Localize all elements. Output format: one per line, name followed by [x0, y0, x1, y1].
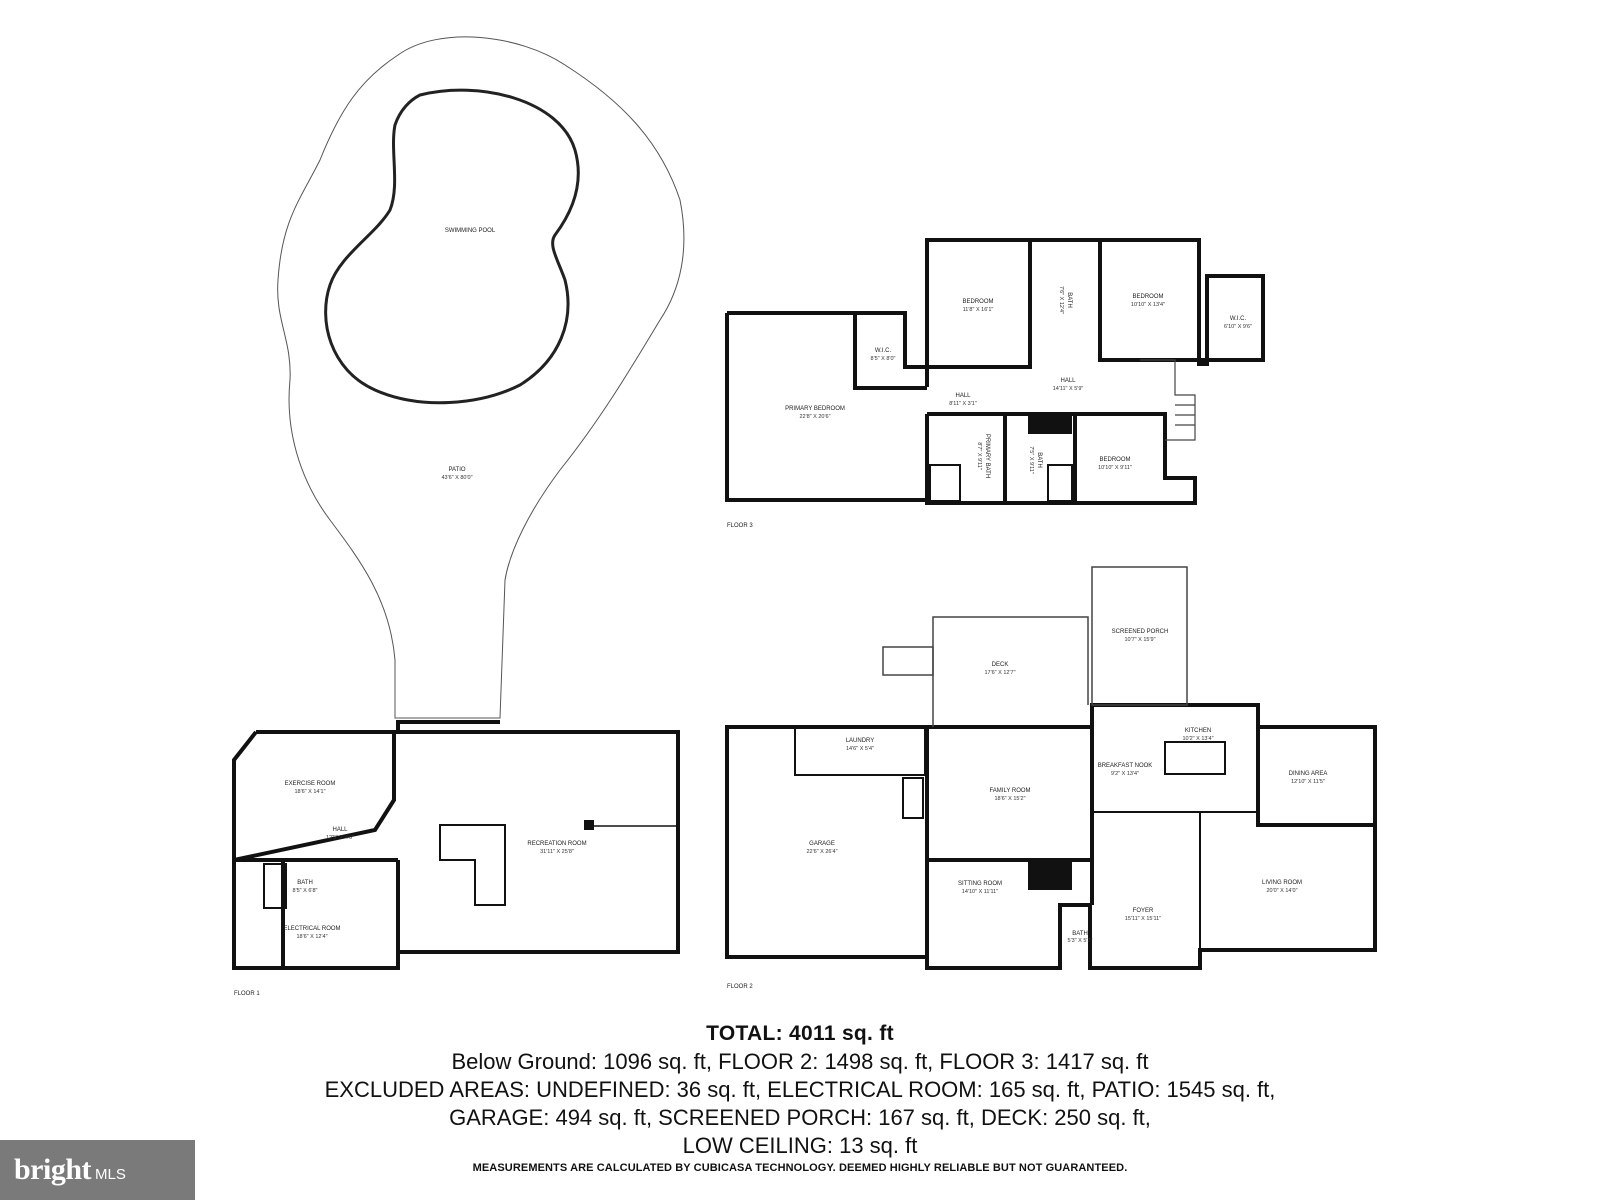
logo-brand: bright: [14, 1153, 92, 1186]
f1-recreation-label: RECREATION ROOM: [527, 841, 586, 847]
logo-suffix: MLS: [95, 1165, 126, 1183]
f1-hall-label: HALL: [332, 827, 348, 833]
f3-hall-a-label: HALL: [955, 393, 971, 399]
f2-bath-dims: 5'3" X 5'2": [1068, 938, 1093, 944]
area-breakdown-line-2: EXCLUDED AREAS: UNDEFINED: 36 sq. ft, EL…: [324, 1077, 1276, 1102]
f2-deck-dims: 17'6" X 12'7": [984, 670, 1015, 676]
f3-primary-bath-dims: 8'7" X 9'11": [976, 442, 982, 470]
f1-bath-label: BATH: [297, 880, 313, 886]
f3-wic-primary-label: W.I.C.: [875, 348, 892, 354]
f1-hall-dims: 12'5" X 4'6": [326, 835, 354, 841]
f2-living-dims: 20'0" X 14'0": [1266, 888, 1297, 894]
f2-kitchen-label: KITCHEN: [1185, 728, 1211, 734]
f2-porch-dims: 10'7" X 15'9": [1124, 637, 1155, 643]
f3-wic-primary-dims: 8'5" X 8'0": [871, 356, 896, 362]
f2-garage-label: GARAGE: [809, 841, 835, 847]
f2-sitting-label: SITTING ROOM: [958, 881, 1002, 887]
floor-plan-diagram: SWIMMING POOL PATIO 43'6" X 80'0" EXERCI…: [232, 36, 1377, 997]
f3-primary-bedroom-dims: 22'8" X 20'6": [799, 414, 830, 420]
f2-family-label: FAMILY ROOM: [989, 788, 1030, 794]
f2-sitting-dims: 14'10" X 11'11": [962, 889, 998, 895]
pool-label: SWIMMING POOL: [445, 228, 496, 234]
f2-nook-label: BREAKFAST NOOK: [1098, 763, 1153, 769]
f1-bath-dims: 8'5" X 6'8": [293, 888, 318, 894]
disclaimer: MEASUREMENTS ARE CALCULATED BY CUBICASA …: [472, 1162, 1128, 1174]
f2-laundry-dims: 14'6" X 5'4": [846, 746, 874, 752]
f1-exercise-dims: 18'6" X 14'1": [294, 789, 325, 795]
f3-hall-a-dims: 8'11" X 3'1": [949, 401, 977, 407]
f3-primary-bath-label: PRIMARY BATH: [984, 434, 990, 478]
f2-porch-label: SCREENED PORCH: [1112, 629, 1169, 635]
patio-outline: [277, 36, 685, 719]
f2-garage-dims: 22'6" X 26'4": [806, 849, 837, 855]
f3-wic-b-dims: 6'10" X 9'6": [1224, 324, 1252, 330]
floor1-label: FLOOR 1: [234, 991, 260, 997]
total-area: TOTAL: 4011 sq. ft: [706, 1022, 894, 1045]
f2-dining-label: DINING AREA: [1289, 771, 1328, 777]
patio-label: PATIO: [448, 467, 465, 473]
f2-laundry-label: LAUNDRY: [846, 738, 875, 744]
floor1-walls: [232, 720, 680, 970]
deck-and-porch: [882, 566, 1188, 727]
area-breakdown-line-1: Below Ground: 1096 sq. ft, FLOOR 2: 1498…: [451, 1049, 1149, 1074]
f3-bedroom-a-label: BEDROOM: [962, 299, 993, 305]
stairs-floor3: [1140, 359, 1196, 441]
pool-outline: [324, 88, 580, 405]
f2-foyer-dims: 15'11" X 15'11": [1125, 916, 1161, 922]
floor3-walls: [725, 238, 1265, 505]
f3-bath-a-label: BATH: [1066, 292, 1072, 308]
f2-nook-dims: 9'2" X 13'4": [1111, 771, 1139, 777]
area-breakdown-line-4: LOW CEILING: 13 sq. ft: [682, 1133, 918, 1158]
f1-recreation-dims: 31'11" X 25'8": [540, 849, 574, 855]
f3-hall-b-label: HALL: [1060, 378, 1076, 384]
f1-exercise-label: EXERCISE ROOM: [285, 781, 336, 787]
f2-bath-label: BATH: [1072, 931, 1088, 937]
f3-primary-bedroom-label: PRIMARY BEDROOM: [785, 406, 845, 412]
f1-electrical-dims: 18'6" X 12'4": [296, 934, 327, 940]
f3-hall-b-dims: 14'11" X 5'9": [1053, 386, 1084, 392]
f2-dining-dims: 12'10" X 11'5": [1291, 779, 1325, 785]
f2-family-dims: 18'6" X 15'2": [994, 796, 1025, 802]
area-breakdown-line-3: GARAGE: 494 sq. ft, SCREENED PORCH: 167 …: [449, 1105, 1151, 1130]
f2-kitchen-dims: 10'2" X 13'4": [1182, 736, 1213, 742]
f3-bath-a-dims: 7'6" X 12'4": [1058, 286, 1064, 314]
f3-bedroom-a-dims: 11'8" X 16'1": [963, 307, 994, 313]
floor2-label: FLOOR 2: [727, 984, 753, 990]
patio-dims: 43'6" X 80'0": [441, 475, 472, 481]
f3-bedroom-b-dims: 10'10" X 13'4": [1131, 302, 1165, 308]
f3-bedroom-b-label: BEDROOM: [1132, 294, 1163, 300]
floor2-walls: [725, 703, 1377, 970]
floor3-label: FLOOR 3: [727, 523, 753, 529]
f3-bedroom-c-dims: 10'10" X 9'11": [1098, 465, 1132, 471]
f2-foyer-label: FOYER: [1133, 908, 1154, 914]
f2-deck-label: DECK: [992, 662, 1009, 668]
f3-wic-b-label: W.I.C.: [1230, 316, 1247, 322]
f1-electrical-label: ELECTRICAL ROOM: [283, 926, 340, 932]
f2-living-label: LIVING ROOM: [1262, 880, 1302, 886]
f3-bath-b-label: BATH: [1036, 452, 1042, 468]
f3-bedroom-c-label: BEDROOM: [1099, 457, 1130, 463]
f3-bath-b-dims: 7'5" X 9'11": [1028, 446, 1034, 474]
bright-mls-logo: bright MLS: [0, 1140, 195, 1200]
